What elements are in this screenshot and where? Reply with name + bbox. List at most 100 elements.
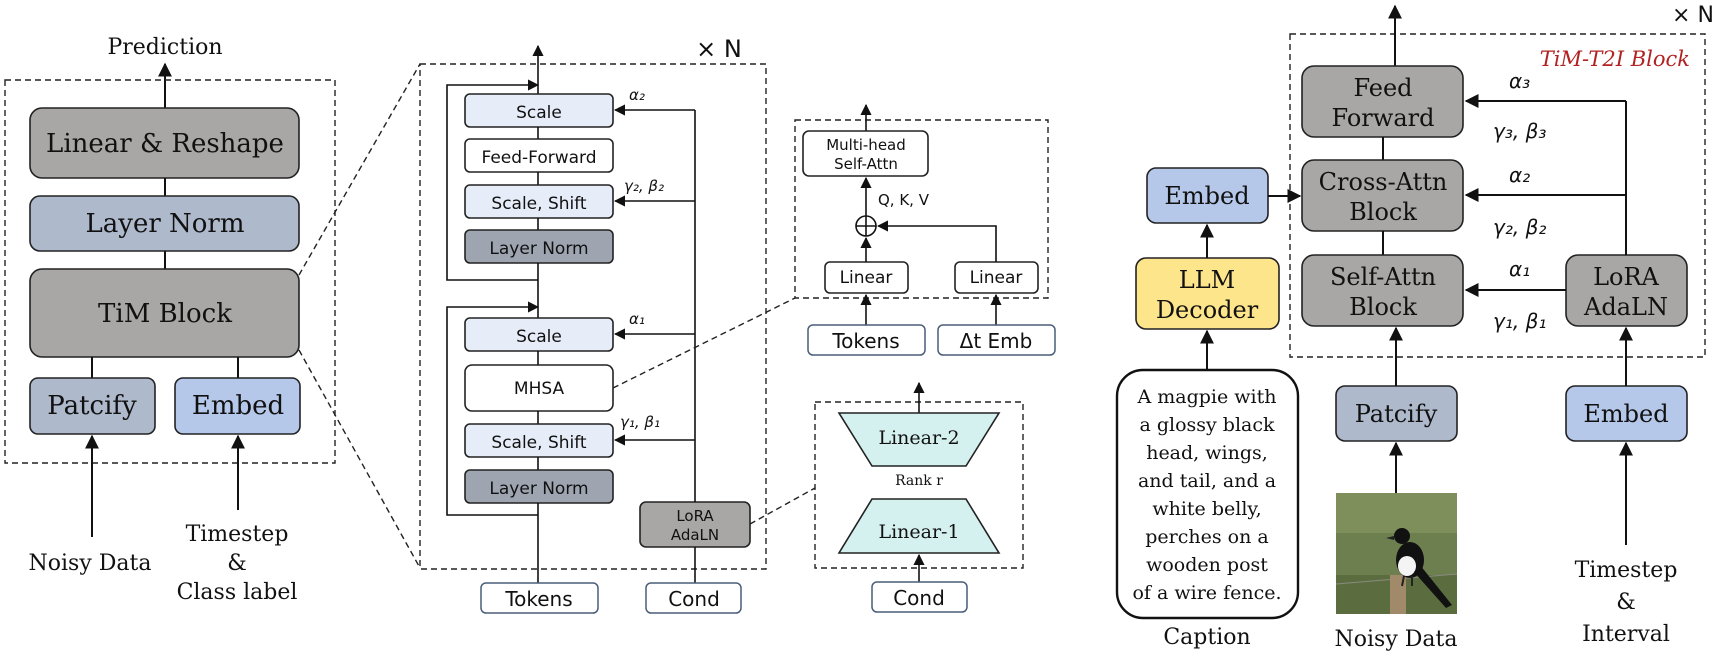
attn-detail-panel: Multi-head Self-Attn Q, K, V Linear Line… [794,103,1056,356]
svg-text:Embed: Embed [1164,182,1249,210]
lora-detail-panel: Linear-2 Rank r Linear-1 Cond [814,381,1024,613]
svg-text:wooden post: wooden post [1146,554,1268,576]
lora-cond-input: Cond [871,581,968,613]
timestep-label-3: Class label [177,580,298,605]
embed-block: Embed [174,377,301,435]
svg-text:Layer Norm: Layer Norm [489,479,588,499]
middle-cond-input: Cond [645,582,742,614]
scale-top-box: Scale [464,93,614,128]
svg-text:Scale, Shift: Scale, Shift [491,433,587,453]
svg-text:Tokens: Tokens [504,587,572,611]
svg-text:AdaLN: AdaLN [671,526,719,544]
timestep-label-1: Timestep [186,522,289,547]
qkv-label: Q, K, V [878,191,930,209]
feed-forward-box: Feed-Forward [464,138,614,173]
svg-text:a glossy black: a glossy black [1139,414,1275,436]
scale-shift-top-box: Scale, Shift [464,184,614,219]
svg-text:Decoder: Decoder [1156,296,1259,324]
gamma1-beta1-label: γ₁, β₁ [620,413,660,431]
svg-text:white belly,: white belly, [1152,498,1261,520]
attn-tokens-input: Tokens [807,324,926,356]
llm-decoder-block: LLM Decoder [1135,257,1280,330]
alpha1-label: α₁ [629,310,645,328]
svg-text:LLM: LLM [1179,266,1235,294]
svg-text:Δt Emb: Δt Emb [960,329,1033,353]
svg-text:Scale, Shift: Scale, Shift [491,194,587,214]
alpha2-label: α₂ [629,86,645,104]
svg-text:LoRA: LoRA [676,507,714,525]
mhsa-box: MHSA [464,364,614,412]
svg-text:perches on a: perches on a [1145,526,1268,548]
t2i-embed-time-block: Embed [1565,385,1688,442]
left-panel: Prediction Linear & Reshape Layer Norm T… [4,35,336,605]
svg-text:Embed: Embed [192,391,284,421]
tim-block: TiM Block [29,268,300,358]
t2i-alpha1: α₁ [1509,257,1530,281]
prediction-label: Prediction [107,35,222,60]
rank-label: Rank r [895,473,943,489]
svg-text:Layer Norm: Layer Norm [489,239,588,259]
svg-text:Patcify: Patcify [47,391,137,421]
svg-text:of a wire fence.: of a wire fence. [1132,582,1281,604]
svg-text:head, wings,: head, wings, [1146,442,1268,464]
t2i-timestep-1: Timestep [1575,558,1678,583]
svg-text:Forward: Forward [1332,104,1435,132]
svg-text:Scale: Scale [516,103,562,123]
svg-text:Block: Block [1349,198,1417,226]
t2i-panel: × N TiM-T2I Block Feed Forward Cross-Att… [1115,3,1714,651]
middle-tokens-input: Tokens [480,582,599,614]
cross-attn-block: Cross-Attn Block [1301,159,1464,232]
svg-text:Linear: Linear [970,268,1023,288]
linear2-trapezoid: Linear-2 [837,412,1001,467]
svg-text:Scale: Scale [516,327,562,347]
svg-text:Self-Attn: Self-Attn [1330,263,1436,291]
svg-text:Feed-Forward: Feed-Forward [481,148,596,168]
svg-text:Feed: Feed [1353,74,1412,102]
svg-text:Layer Norm: Layer Norm [85,209,244,239]
linear-a-box: Linear [824,261,909,294]
t2i-patcify-block: Patcify [1335,385,1458,442]
linear-reshape-block: Linear & Reshape [29,107,300,179]
caption-box: A magpie with a glossy black head, wings… [1115,368,1300,620]
t2i-alpha3: α₃ [1509,69,1530,93]
timestep-label-2: & [227,551,247,576]
middle-panel: × N Scale Feed-Forward Scale, Shift Laye… [419,35,767,614]
attn-detail-frame [794,119,1049,299]
svg-text:Cond: Cond [893,586,945,610]
t2i-timestep-3: Interval [1582,622,1670,647]
svg-text:LoRA: LoRA [1593,263,1659,291]
t2i-lora-adaln-block: LoRA AdaLN [1565,254,1688,327]
svg-text:Cross-Attn: Cross-Attn [1319,168,1448,196]
t2i-gamma1-beta1: γ₁, β₁ [1493,309,1546,333]
multihead-selfattn-box: Multi-head Self-Attn [802,130,929,177]
times-n-label: × N [696,35,742,63]
svg-text:AdaLN: AdaLN [1583,293,1668,321]
svg-text:Linear-2: Linear-2 [878,427,959,449]
svg-text:Self-Attn: Self-Attn [834,155,898,173]
t2i-timestep-2: & [1616,590,1636,615]
t2i-alpha2: α₂ [1509,163,1530,187]
caption-label: Caption [1163,625,1250,650]
t2i-noisy-data-label: Noisy Data [1335,627,1458,651]
svg-text:Patcify: Patcify [1355,400,1438,428]
t2i-gamma2-beta2: γ₂, β₂ [1493,215,1546,239]
scale-bottom-box: Scale [464,317,614,352]
t2i-times-n: × N [1672,3,1714,28]
linear1-trapezoid: Linear-1 [837,498,1001,554]
left-dashed-frame [4,79,336,464]
t2i-embed-text-block: Embed [1146,167,1269,224]
patcify-block: Patcify [29,377,156,435]
svg-text:Cond: Cond [668,587,720,611]
attn-dt-emb-input: Δt Emb [937,324,1056,356]
svg-text:Multi-head: Multi-head [826,136,906,154]
layer-norm-bottom-box: Layer Norm [464,469,614,504]
svg-text:Embed: Embed [1583,400,1668,428]
svg-text:Tokens: Tokens [831,329,899,353]
svg-text:MHSA: MHSA [514,379,565,399]
feed-forward-block: Feed Forward [1301,65,1464,138]
linear-b-box: Linear [954,261,1039,294]
t2i-block-title: TiM-T2I Block [1540,47,1690,71]
svg-text:Linear & Reshape: Linear & Reshape [46,129,284,159]
scale-shift-bottom-box: Scale, Shift [464,423,614,458]
